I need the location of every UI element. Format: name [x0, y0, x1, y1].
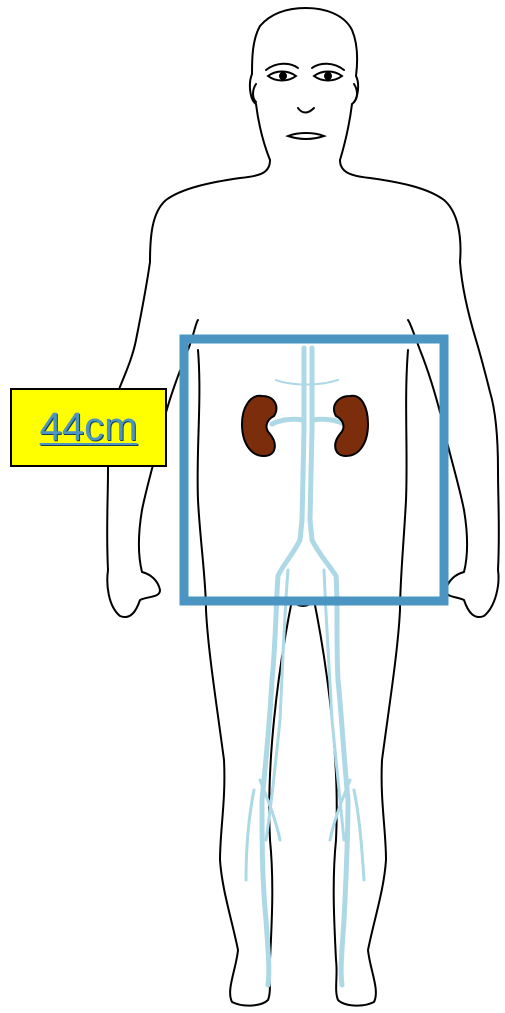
head-outline [250, 8, 358, 160]
mouth [288, 133, 324, 139]
left-eyebrow [266, 64, 298, 70]
torso-right-outline [340, 160, 499, 617]
right-eyebrow [312, 64, 344, 70]
measurement-label-box: 44cm [10, 388, 167, 467]
left-renal-vessel [272, 419, 304, 424]
left-pupil [280, 73, 286, 79]
right-knee-branch [354, 790, 364, 880]
right-pupil [325, 73, 331, 79]
left-ear [253, 84, 256, 102]
right-renal-vessel [312, 419, 344, 424]
face [253, 64, 357, 139]
measurement-label: 44cm [40, 405, 138, 450]
right-kidney [334, 396, 368, 456]
left-knee-branch [246, 790, 254, 880]
left-leg-outline [198, 350, 292, 1006]
left-iliac [262, 540, 300, 985]
vena-cava [310, 348, 312, 540]
nose [298, 108, 314, 113]
aorta [300, 348, 304, 540]
right-iliac [312, 540, 348, 985]
right-ear [354, 84, 357, 102]
upper-branch [276, 380, 338, 385]
